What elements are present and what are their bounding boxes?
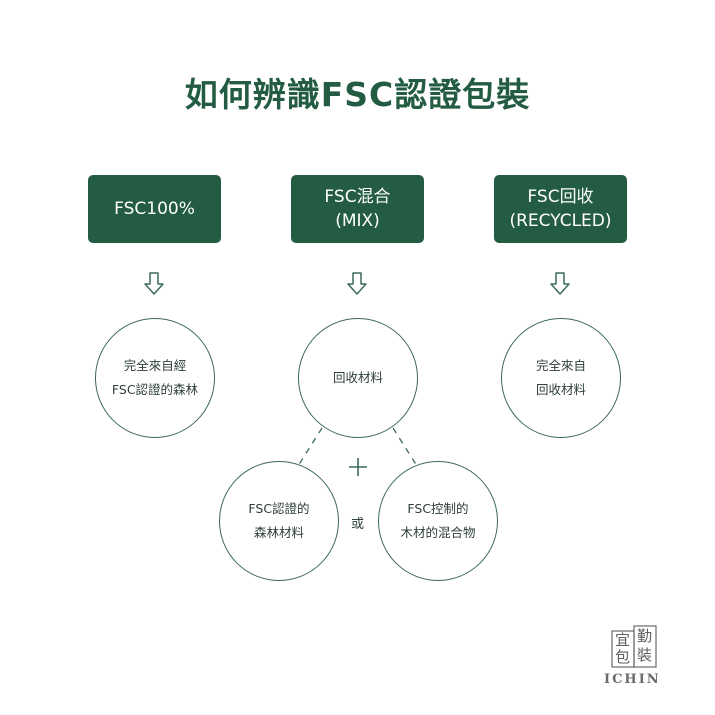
circle-text: 森林材料	[253, 525, 304, 540]
category-label: FSC回收	[527, 187, 594, 207]
circle-controlled-wood: FSC控制的 木材的混合物	[378, 461, 498, 581]
plus-icon	[349, 458, 367, 476]
circle-mix-desc: 回收材料	[298, 318, 418, 438]
category-box-fsc100: FSC100%	[88, 175, 221, 243]
down-arrow-icon	[347, 272, 367, 295]
ichin-logo: 宜 包 勤 裝	[611, 625, 657, 669]
circle-forest-material: FSC認證的 森林材料	[219, 461, 339, 581]
or-label: 或	[351, 517, 365, 532]
down-arrow-icon	[550, 272, 570, 295]
circle-fsc100-desc: 完全來自經 FSC認證的森林	[95, 318, 215, 438]
logo-text: ICHIN	[604, 672, 661, 687]
category-box-fsc-recycled: FSC回收 (RECYCLED)	[494, 175, 627, 243]
category-sublabel: (MIX)	[335, 211, 380, 231]
circle-recycled-desc: 完全來自 回收材料	[501, 318, 621, 438]
circle-text: FSC控制的	[407, 501, 469, 516]
circle-text: 木材的混合物	[400, 525, 476, 540]
circle-text: 完全來自	[535, 358, 586, 373]
circle-text: FSC認證的	[248, 501, 310, 516]
category-label: FSC100%	[114, 199, 195, 219]
category-sublabel: (RECYCLED)	[509, 211, 612, 231]
category-box-fsc-mix: FSC混合 (MIX)	[291, 175, 424, 243]
circle-text: 完全來自經	[123, 358, 187, 373]
circle-text: 回收材料	[332, 370, 383, 385]
circle-text: 回收材料	[535, 382, 586, 397]
circle-text: FSC認證的森林	[111, 382, 199, 397]
down-arrow-icon	[144, 272, 164, 295]
category-label: FSC混合	[324, 187, 391, 207]
page-title: 如何辨識FSC認證包裝	[184, 75, 531, 114]
